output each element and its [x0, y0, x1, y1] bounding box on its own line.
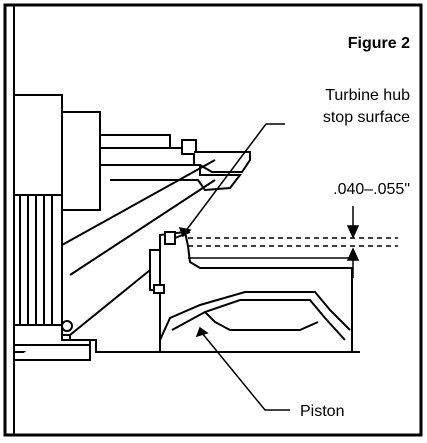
- figure-title: Figure 2: [348, 35, 410, 52]
- clearance-dimension-arrows: [346, 206, 360, 278]
- piston-label: Piston: [300, 403, 344, 420]
- figure-border: [3, 3, 423, 437]
- clearance-reference-lines: [188, 237, 398, 247]
- stop-surface-label-line2: stop surface: [323, 109, 410, 126]
- stop-surface-leader: [178, 123, 285, 238]
- lower-housing: [13, 324, 360, 361]
- stop-surface-label-line1: Turbine hub: [325, 87, 410, 104]
- clutch-plate-stack: [13, 194, 73, 332]
- hub-web: [61, 159, 216, 336]
- clearance-label: .040–.055": [333, 181, 410, 198]
- piston-leader: [195, 326, 290, 411]
- piston-body: [149, 230, 353, 353]
